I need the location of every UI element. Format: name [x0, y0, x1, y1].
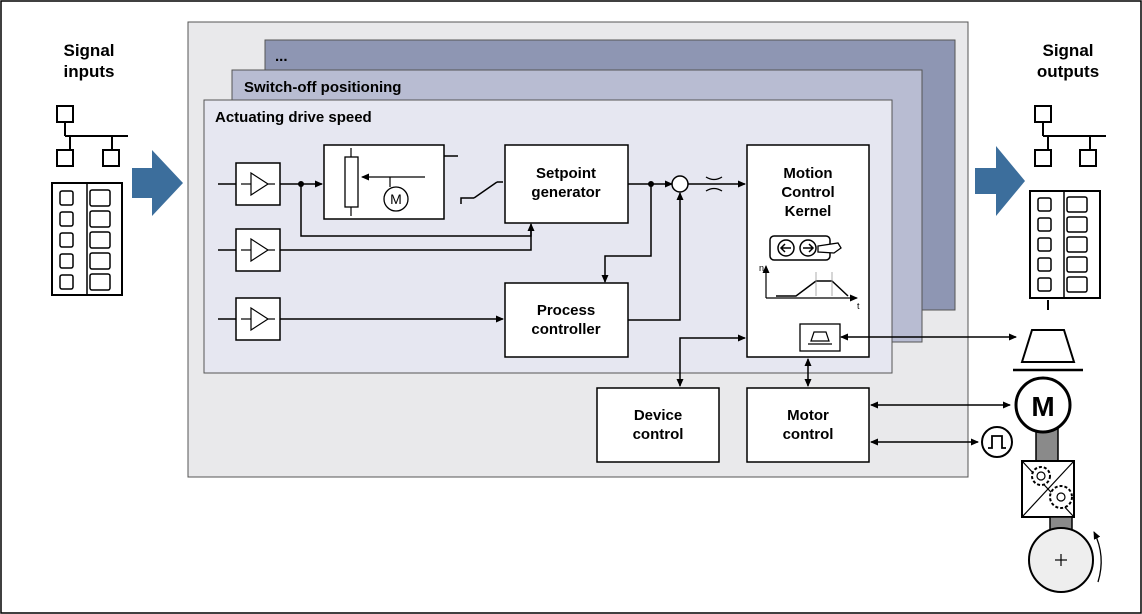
setpoint-generator-label-2: generator — [531, 184, 600, 201]
summing-junction — [671, 175, 689, 193]
output-flow-arrow — [975, 146, 1025, 216]
feedback-encoder-icon — [799, 323, 841, 352]
device-control-label-2: control — [633, 426, 684, 443]
motor-small-symbol: M — [390, 191, 402, 207]
mck-label-3: Kernel — [785, 203, 832, 220]
process-controller-block: Process controller — [504, 282, 629, 358]
motion-control-kernel-block: Motion Control Kernel n t — [746, 144, 870, 358]
limiter-symbol — [705, 176, 723, 192]
mck-label-2: Control — [781, 184, 834, 201]
network-icon-inputs — [56, 105, 128, 167]
signal-outputs-label-2: outputs — [1037, 62, 1099, 81]
mini-chart-y-label: n — [759, 263, 764, 273]
mck-label-1: Motion — [783, 165, 832, 182]
device-control-block: Device control — [596, 387, 720, 463]
layer-back-label: ... — [275, 48, 288, 65]
amplifier-icon-2 — [218, 228, 281, 272]
terminal-block-inputs — [51, 182, 123, 296]
network-icon-outputs — [1034, 105, 1106, 167]
encoder-pulse-icon — [981, 426, 1013, 458]
load-wheel-icon — [1028, 527, 1094, 593]
layer-front-label: Actuating drive speed — [215, 109, 372, 126]
signal-inputs-label-1: Signal — [63, 41, 114, 60]
process-controller-label-2: controller — [531, 321, 600, 338]
amplifier-icon-1 — [218, 162, 281, 206]
motor-icon: M — [1014, 376, 1072, 434]
setpoint-generator-label-1: Setpoint — [536, 165, 596, 182]
amplifier-icon-3 — [218, 297, 281, 341]
mini-chart-x-label: t — [857, 301, 860, 311]
motor-large-symbol: M — [1031, 391, 1054, 422]
gearbox-icon — [1021, 460, 1075, 518]
input-flow-arrow — [132, 150, 183, 216]
motor-control-label-1: Motor — [787, 407, 829, 424]
motor-potentiometer-block: M — [323, 144, 445, 220]
device-control-label-1: Device — [634, 407, 682, 424]
terminal-block-outputs — [1029, 190, 1101, 299]
process-controller-label-1: Process — [537, 302, 595, 319]
rotation-arrow — [1093, 531, 1102, 583]
setpoint-generator-block: Setpoint generator — [504, 144, 629, 224]
feedback-sensor-icon — [1013, 300, 1083, 372]
layer-middle-label: Switch-off positioning — [244, 79, 401, 96]
signal-inputs-label-2: inputs — [64, 62, 115, 81]
motor-control-label-2: control — [783, 426, 834, 443]
speed-profile-icon: n t — [759, 263, 860, 311]
jog-buttons-icon — [769, 235, 842, 261]
signal-outputs-label-1: Signal — [1042, 41, 1093, 60]
motor-control-block: Motor control — [746, 387, 870, 463]
